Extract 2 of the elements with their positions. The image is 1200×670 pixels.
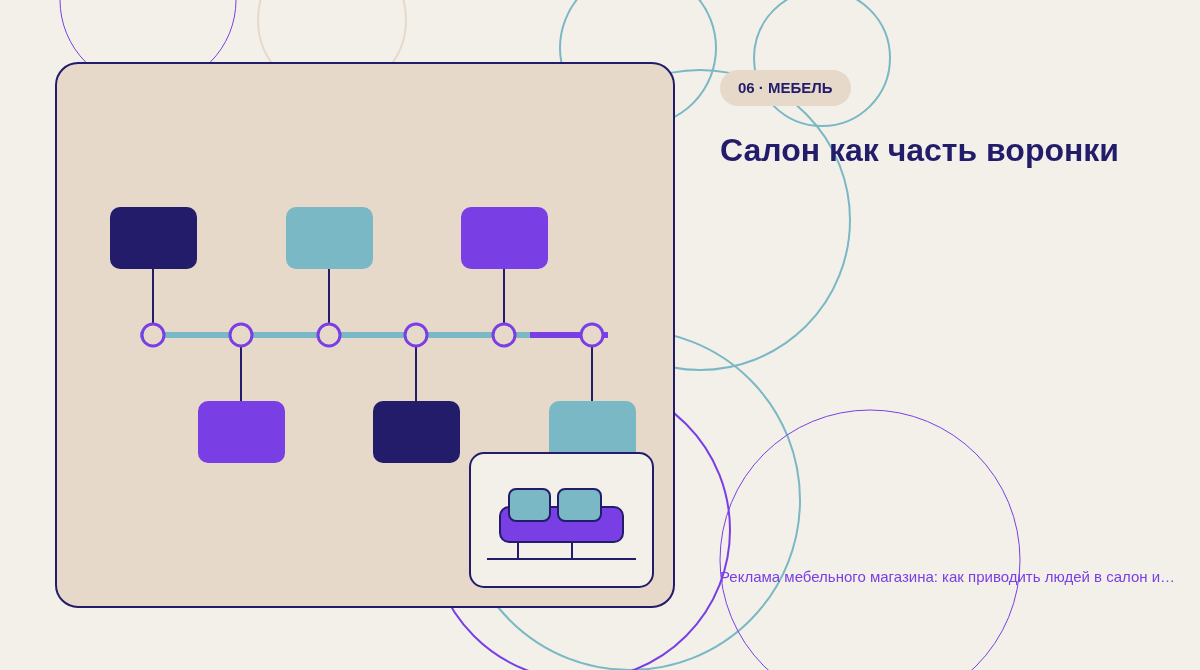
headline: Салон как часть воронки [720,132,1119,169]
category-tag: 06 · МЕБЕЛЬ [720,70,851,106]
